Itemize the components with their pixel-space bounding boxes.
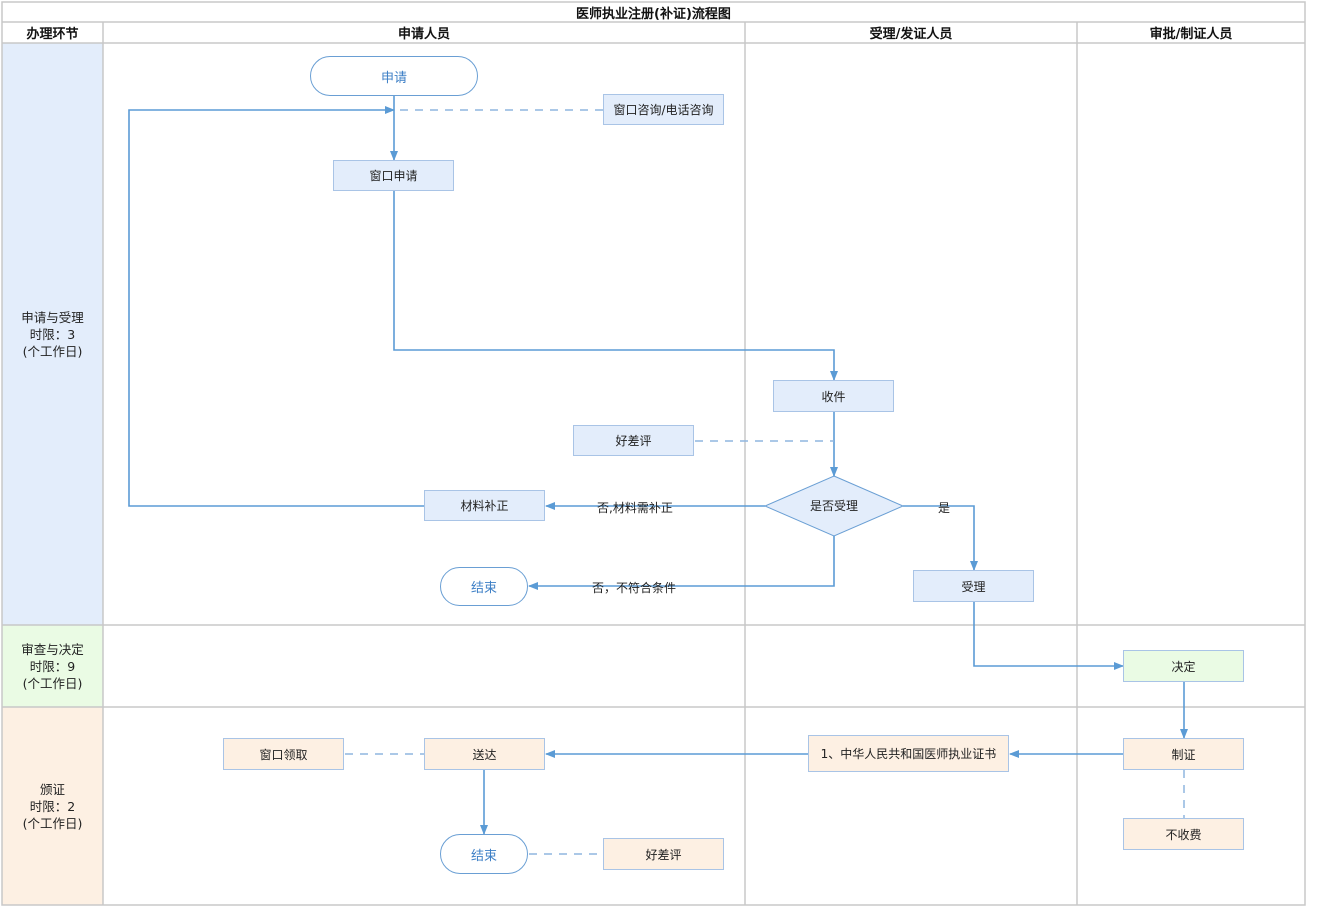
edge-label-yes: 是: [938, 501, 951, 515]
node-window-pickup: 窗口领取: [223, 738, 344, 770]
node-accept-decision: 是否受理: [809, 499, 858, 513]
node-supplement: 材料补正: [424, 490, 545, 521]
node-certificate: 1、中华人民共和国医师执业证书: [808, 735, 1009, 772]
node-consult: 窗口咨询/电话咨询: [603, 94, 724, 125]
node-end-1: 结束: [440, 567, 528, 606]
node-end-2: 结束: [440, 834, 528, 874]
stage-unit: (个工作日): [22, 343, 83, 359]
node-make-cert: 制证: [1123, 738, 1244, 770]
stage-limit: 时限：9: [29, 658, 76, 674]
dashed-connectors: [345, 109, 1185, 855]
header-applicant: 申请人员: [397, 27, 450, 42]
stage-name: 颁证: [39, 781, 65, 797]
edge-label-no-reject: 否，不符合条件: [592, 581, 677, 595]
header-approver: 审批/制证人员: [1149, 27, 1233, 42]
chart-title: 医师执业注册(补证)流程图: [576, 6, 731, 22]
node-rating-2: 好差评: [603, 838, 724, 870]
node-window-apply: 窗口申请: [333, 160, 454, 191]
stage-bg-apply: [2, 43, 103, 625]
edge-label-no-supplement: 否,材料需补正: [597, 501, 673, 515]
node-accept: 受理: [913, 570, 1034, 602]
stage-limit: 时限：3: [29, 326, 76, 342]
stage-apply: 申请与受理 时限：3 (个工作日): [2, 43, 103, 625]
stage-unit: (个工作日): [22, 815, 83, 831]
node-apply-start: 申请: [310, 56, 478, 96]
connectors: [128, 96, 1188, 835]
stage-name: 审查与决定: [21, 641, 84, 657]
stage-review: 审查与决定 时限：9 (个工作日): [2, 625, 103, 707]
node-decide: 决定: [1123, 650, 1244, 682]
stage-bg-review: [2, 625, 103, 707]
header-stage: 办理环节: [26, 27, 79, 42]
stage-unit: (个工作日): [22, 675, 83, 691]
node-deliver: 送达: [424, 738, 545, 770]
header-acceptor: 受理/发证人员: [869, 27, 953, 42]
stage-name: 申请与受理: [21, 309, 84, 325]
node-receive: 收件: [773, 380, 894, 412]
stage-limit: 时限：2: [29, 798, 76, 814]
stage-bg-issue: [2, 707, 103, 905]
node-rating-1: 好差评: [573, 425, 694, 456]
stage-issue: 颁证 时限：2 (个工作日): [2, 707, 103, 905]
node-no-fee: 不收费: [1123, 818, 1244, 850]
